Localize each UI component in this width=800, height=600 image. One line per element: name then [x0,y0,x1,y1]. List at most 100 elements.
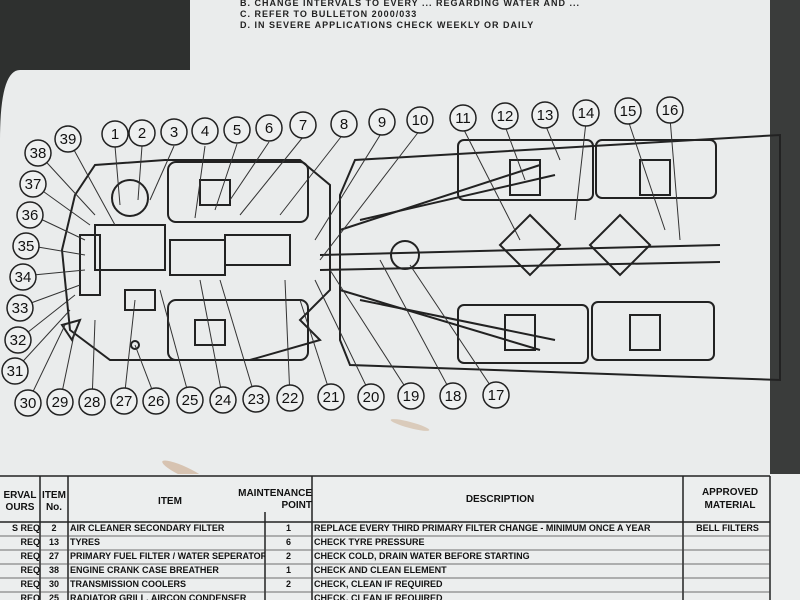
callout-27: 27 [110,387,138,415]
header-description: DESCRIPTION [465,494,535,505]
callout-number: 12 [497,108,514,125]
cell-point: 6 [285,537,291,547]
callout-circle [572,99,600,127]
callout-30: 30 [14,389,42,417]
callout-8: 8 [330,110,358,138]
callout-38: 38 [24,139,52,167]
callout-33: 33 [6,294,34,322]
callout-circle [54,125,82,153]
callout-number: 31 [7,363,24,380]
callout-number: 30 [20,395,37,412]
callout-circle [656,96,684,124]
cell-interval: REQ [20,579,40,589]
callout-circle [223,116,251,144]
callout-number: 27 [116,393,133,410]
callout-number: 14 [578,105,595,122]
note-b: B. CHANGE INTERVALS TO EVERY ... REGARDI… [240,0,581,8]
callout-number: 3 [170,124,178,141]
note-c: C. REFER TO BULLETON 2000/033 [240,9,418,19]
callout-number: 19 [403,388,420,405]
cell-item-no: 38 [48,565,59,575]
callout-number: 34 [15,269,32,286]
callout-circle [255,114,283,142]
callout-circle [16,201,44,229]
callout-37: 37 [19,170,47,198]
callout-circle [110,387,138,415]
callout-13: 13 [531,101,559,129]
callout-circle [397,382,425,410]
callout-number: 26 [148,393,165,410]
callout-24: 24 [209,386,237,414]
callout-31: 31 [1,357,29,385]
callout-circle [491,102,519,130]
cell-item: RADIATOR GRILL, AIRCON CONDENSER [70,593,247,600]
callout-number: 37 [25,176,42,193]
callout-circle [406,106,434,134]
callout-2: 2 [128,119,156,147]
callout-number: 28 [84,394,101,411]
callout-circle [14,389,42,417]
cell-description: REPLACE EVERY THIRD PRIMARY FILTER CHANG… [314,523,651,533]
callout-circle [24,139,52,167]
cell-material: BELL FILTERS [696,523,759,533]
callout-number: 18 [445,388,462,405]
cell-interval: REQ [20,565,40,575]
callout-number: 10 [412,112,429,129]
header-item-no: ITEM No. [42,490,66,513]
callout-36: 36 [16,201,44,229]
callout-number: 32 [10,332,27,349]
callout-circle [19,170,47,198]
callout-number: 21 [323,389,340,406]
callout-circle [176,386,204,414]
cell-description: CHECK COLD, DRAIN WATER BEFORE STARTING [314,551,530,561]
callout-circle [191,117,219,145]
callout-26: 26 [142,387,170,415]
callout-circle [9,263,37,291]
callout-circle [482,381,510,409]
callout-21: 21 [317,383,345,411]
callout-number: 38 [30,145,47,162]
callout-number: 1 [111,126,119,143]
header-maintenance-point: MAINTENANCE POINT [238,488,312,511]
note-d: D. IN SEVERE APPLICATIONS CHECK WEEKLY O… [240,20,535,30]
callout-number: 11 [455,110,471,127]
cell-item: PRIMARY FUEL FILTER / WATER SEPERATOR [70,551,265,561]
callout-28: 28 [78,388,106,416]
callout-circle [357,383,385,411]
cell-description: CHECK, CLEAN IF REQUIRED [314,593,443,600]
cell-interval: REQ [20,551,40,561]
callout-circle [209,386,237,414]
callout-7: 7 [289,111,317,139]
callout-circle [160,118,188,146]
cell-point: 2 [285,551,291,561]
header-item: ITEM [158,496,182,507]
callout-number: 23 [248,391,265,408]
callout-number: 36 [22,207,39,224]
callout-circle [614,97,642,125]
callout-11: 11 [449,104,477,132]
cell-interval: REQ [20,593,40,600]
cell-item-no: 13 [48,537,59,547]
callout-number: 25 [182,392,199,409]
cell-description: CHECK AND CLEAN ELEMENT [314,565,447,575]
callout-32: 32 [4,326,32,354]
callout-17: 17 [482,381,510,409]
callout-circle [46,388,74,416]
cell-item-no: 25 [48,593,59,600]
callout-9: 9 [368,108,396,136]
callout-number: 35 [18,238,35,255]
cell-item: AIR CLEANER SECONDARY FILTER [70,523,225,533]
callout-circle [439,382,467,410]
callout-16: 16 [656,96,684,124]
callout-34: 34 [9,263,37,291]
callout-circle [242,385,270,413]
callout-circle [128,119,156,147]
callout-39: 39 [54,125,82,153]
cell-item-no: 30 [48,579,59,589]
callout-circle [317,383,345,411]
callout-circle [4,326,32,354]
callout-18: 18 [439,382,467,410]
callout-number: 9 [378,114,386,131]
table-grid [0,474,800,600]
